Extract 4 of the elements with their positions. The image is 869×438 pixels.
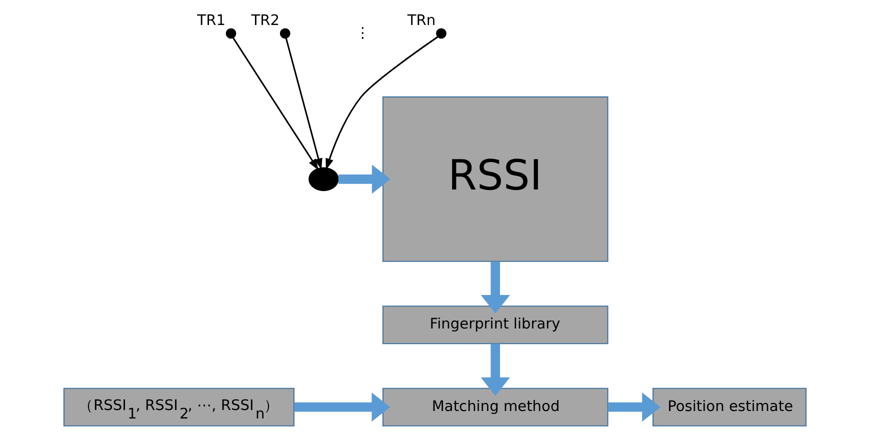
node-label: TRn <box>406 11 436 28</box>
node-label: TR2 <box>250 11 280 28</box>
node-label: TR1 <box>196 11 225 28</box>
label: ⋮ <box>354 24 370 41</box>
